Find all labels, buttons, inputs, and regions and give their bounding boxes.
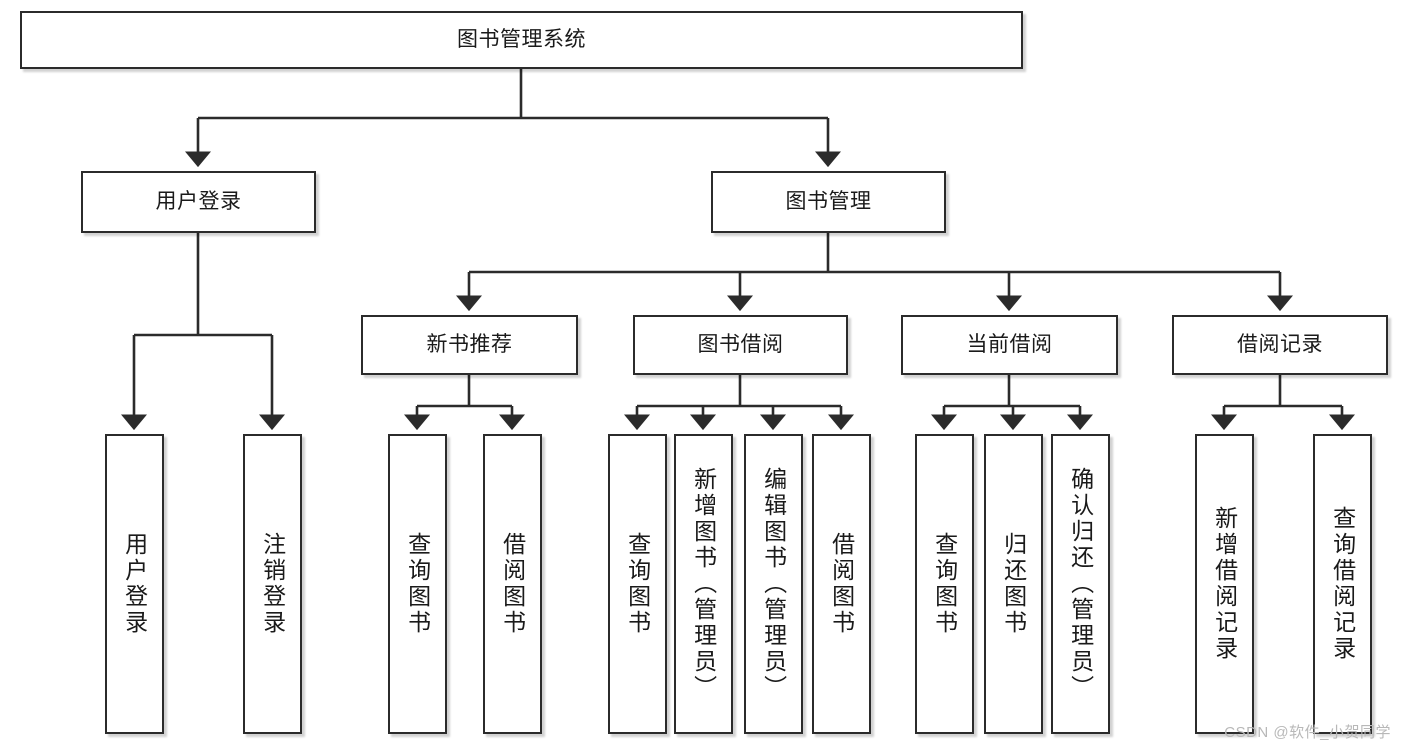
node-leaf-borrow-book-2-label: 借阅图书 <box>828 532 855 636</box>
node-root-label: 图书管理系统 <box>457 27 586 51</box>
node-borrow-record[interactable]: 借阅记录 <box>1172 315 1388 375</box>
node-leaf-confirm-return[interactable]: 确认归还（管理员） <box>1051 434 1110 734</box>
node-current-borrow-label: 当前借阅 <box>966 332 1053 356</box>
node-leaf-borrow-book-1-label: 借阅图书 <box>499 532 526 636</box>
node-book-manage-label: 图书管理 <box>785 189 872 213</box>
node-leaf-query-book-3[interactable]: 查询图书 <box>915 434 974 734</box>
node-leaf-user-login-label: 用户登录 <box>121 532 148 636</box>
node-leaf-add-book-label: 新增图书（管理员） <box>690 467 717 701</box>
node-leaf-edit-book[interactable]: 编辑图书（管理员） <box>744 434 803 734</box>
node-leaf-add-book[interactable]: 新增图书（管理员） <box>674 434 733 734</box>
node-leaf-user-login[interactable]: 用户登录 <box>105 434 164 734</box>
csdn-watermark: CSDN @软件_小贺同学 <box>1224 724 1391 741</box>
node-leaf-query-book-2-label: 查询图书 <box>624 532 651 636</box>
node-borrow-record-label: 借阅记录 <box>1237 332 1323 356</box>
node-leaf-query-book-1-label: 查询图书 <box>404 532 431 636</box>
node-root[interactable]: 图书管理系统 <box>20 11 1023 69</box>
node-book-borrow-label: 图书借阅 <box>697 332 784 356</box>
node-leaf-add-record[interactable]: 新增借阅记录 <box>1195 434 1254 734</box>
node-new-book-recommend-label: 新书推荐 <box>426 332 513 356</box>
node-book-borrow[interactable]: 图书借阅 <box>633 315 848 375</box>
node-leaf-borrow-book-1[interactable]: 借阅图书 <box>483 434 542 734</box>
node-leaf-query-book-1[interactable]: 查询图书 <box>388 434 447 734</box>
node-book-manage[interactable]: 图书管理 <box>711 171 946 233</box>
node-new-book-recommend[interactable]: 新书推荐 <box>361 315 578 375</box>
node-leaf-logout-label: 注销登录 <box>259 532 286 636</box>
node-leaf-borrow-book-2[interactable]: 借阅图书 <box>812 434 871 734</box>
node-leaf-return-book-label: 归还图书 <box>1000 532 1027 636</box>
node-leaf-query-record[interactable]: 查询借阅记录 <box>1313 434 1372 734</box>
node-leaf-add-record-label: 新增借阅记录 <box>1211 506 1238 662</box>
node-current-borrow[interactable]: 当前借阅 <box>901 315 1118 375</box>
node-leaf-query-record-label: 查询借阅记录 <box>1329 506 1356 662</box>
node-leaf-edit-book-label: 编辑图书（管理员） <box>760 467 787 701</box>
node-leaf-confirm-return-label: 确认归还（管理员） <box>1067 467 1094 701</box>
node-leaf-query-book-2[interactable]: 查询图书 <box>608 434 667 734</box>
node-user-login[interactable]: 用户登录 <box>81 171 316 233</box>
node-leaf-query-book-3-label: 查询图书 <box>931 532 958 636</box>
node-leaf-logout[interactable]: 注销登录 <box>243 434 302 734</box>
node-user-login-label: 用户登录 <box>155 189 242 213</box>
node-leaf-return-book[interactable]: 归还图书 <box>984 434 1043 734</box>
